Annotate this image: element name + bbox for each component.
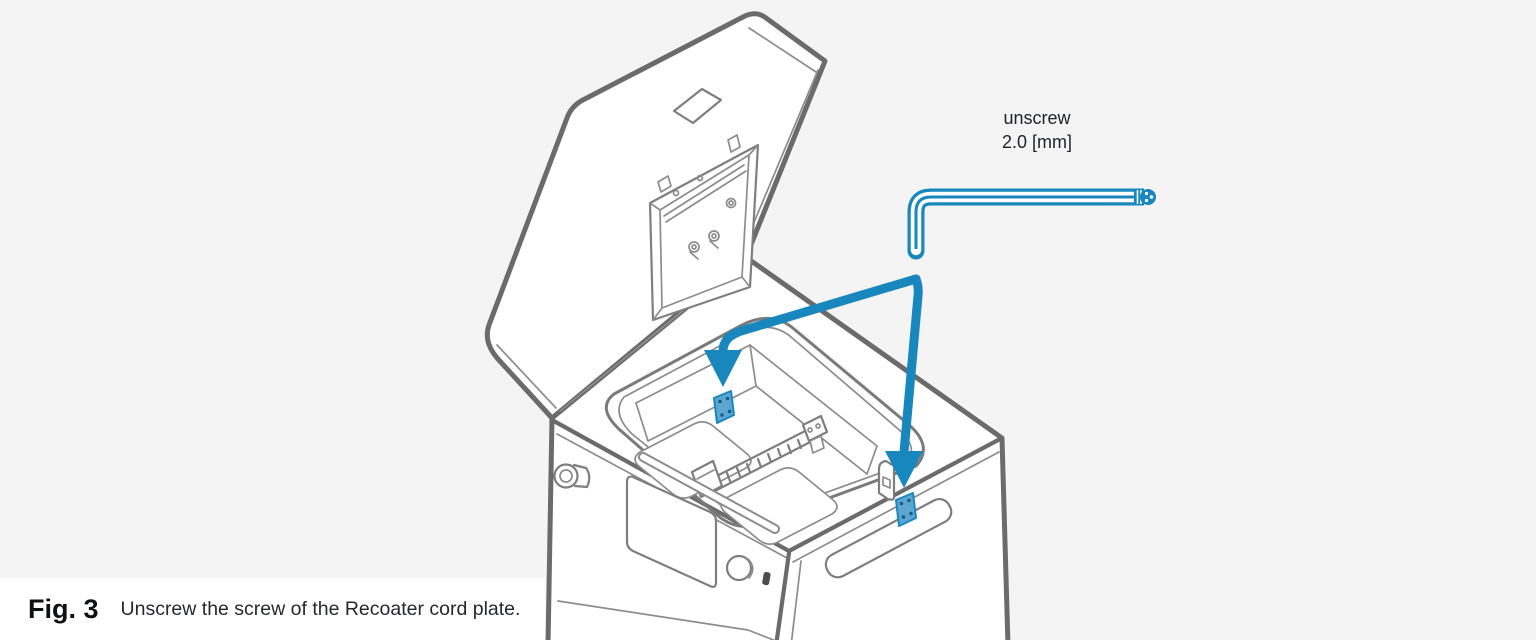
tool-size-label: unscrew 2.0 [mm] bbox=[937, 106, 1137, 154]
lid-handle bbox=[672, 87, 723, 125]
hinge-knob bbox=[553, 463, 591, 489]
front-panel bbox=[553, 452, 780, 588]
tool-size-label-line2: 2.0 [mm] bbox=[1001, 132, 1072, 152]
printer-lid bbox=[484, 11, 828, 421]
usb-port bbox=[762, 571, 771, 586]
control-knob bbox=[725, 554, 753, 582]
figure-caption: Unscrew the screw of the Recoater cord p… bbox=[120, 597, 521, 620]
hex-key-icon bbox=[907, 188, 1156, 260]
recoater-cord-plate-chamber bbox=[713, 390, 735, 424]
lid-inner-panel bbox=[648, 134, 760, 322]
tool-size-label-line1: unscrew bbox=[1003, 108, 1071, 128]
recoater-cord-bracket bbox=[877, 459, 896, 501]
recoater-cord-plate-side-panel bbox=[895, 492, 917, 527]
side-panel bbox=[824, 497, 953, 579]
figure-caption-bar: Fig. 3 Unscrew the screw of the Recoater… bbox=[0, 578, 545, 640]
callout-arrow-chamber bbox=[704, 274, 921, 387]
touchscreen bbox=[625, 475, 718, 588]
figure-label: Fig. 3 bbox=[28, 593, 99, 624]
callout-arrow-side bbox=[885, 274, 923, 488]
print-chamber bbox=[604, 317, 925, 545]
